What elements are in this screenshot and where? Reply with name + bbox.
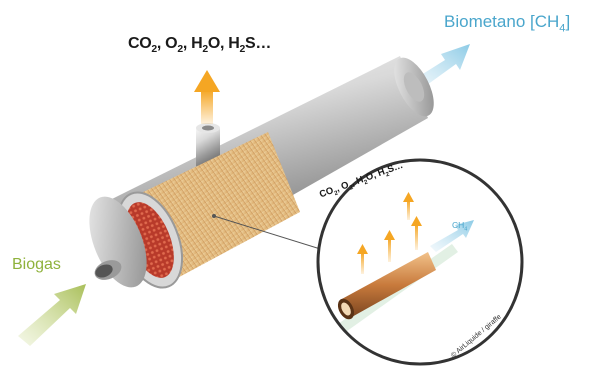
inlet-arrow-icon [18, 284, 86, 346]
permeate-arrow-icon [194, 70, 220, 124]
small-permeate-arrows-icon [357, 192, 422, 274]
biomethane-label: Biometano [CH4] [444, 12, 571, 35]
permeate-gases-label: CO2, O2, H2O, H2S… [128, 35, 272, 56]
magnifier-lens [316, 158, 524, 366]
biogas-label: Biogas [12, 256, 61, 273]
callout-dot [212, 214, 216, 218]
callout-line [213, 215, 331, 253]
front-end-cap [89, 196, 147, 288]
lens-ch4-label: CH4 [452, 220, 468, 233]
